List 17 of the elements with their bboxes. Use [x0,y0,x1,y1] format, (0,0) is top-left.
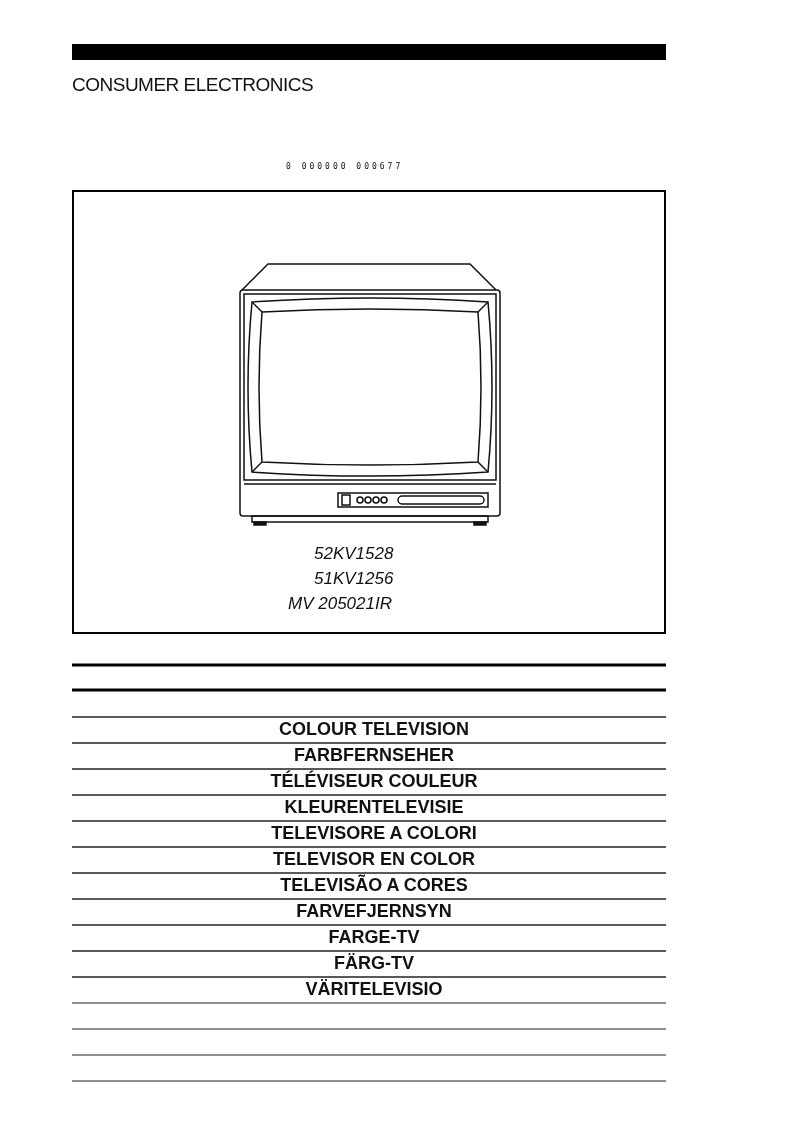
title-text: COLOUR TELEVISION [279,719,469,740]
title-text: FÄRG-TV [334,953,414,974]
model-number: 52KV1528 [314,544,394,564]
title-text: KLEURENTELEVISIE [284,797,464,818]
title-text: FARBFERNSEHER [294,745,454,766]
title-text: TELEVISORE A COLORI [271,823,477,844]
title-text: FARGE-TV [328,927,420,948]
title-text: FARVEFJERNSYN [296,901,452,922]
title-text: TELEVISÃO A CORES [280,875,468,896]
model-number: 51KV1256 [314,569,394,589]
title-text: VÄRITELEVISIO [305,979,443,1000]
model-number: MV 205021IR [288,594,392,614]
section-heading: CONSUMER ELECTRONICS [72,74,314,96]
picture-frame [72,190,666,634]
title-text: TÉLÉVISEUR COULEUR [270,771,478,792]
code-number: 0 000000 000677 [286,162,404,171]
title-text: TELEVISOR EN COLOR [273,849,475,870]
